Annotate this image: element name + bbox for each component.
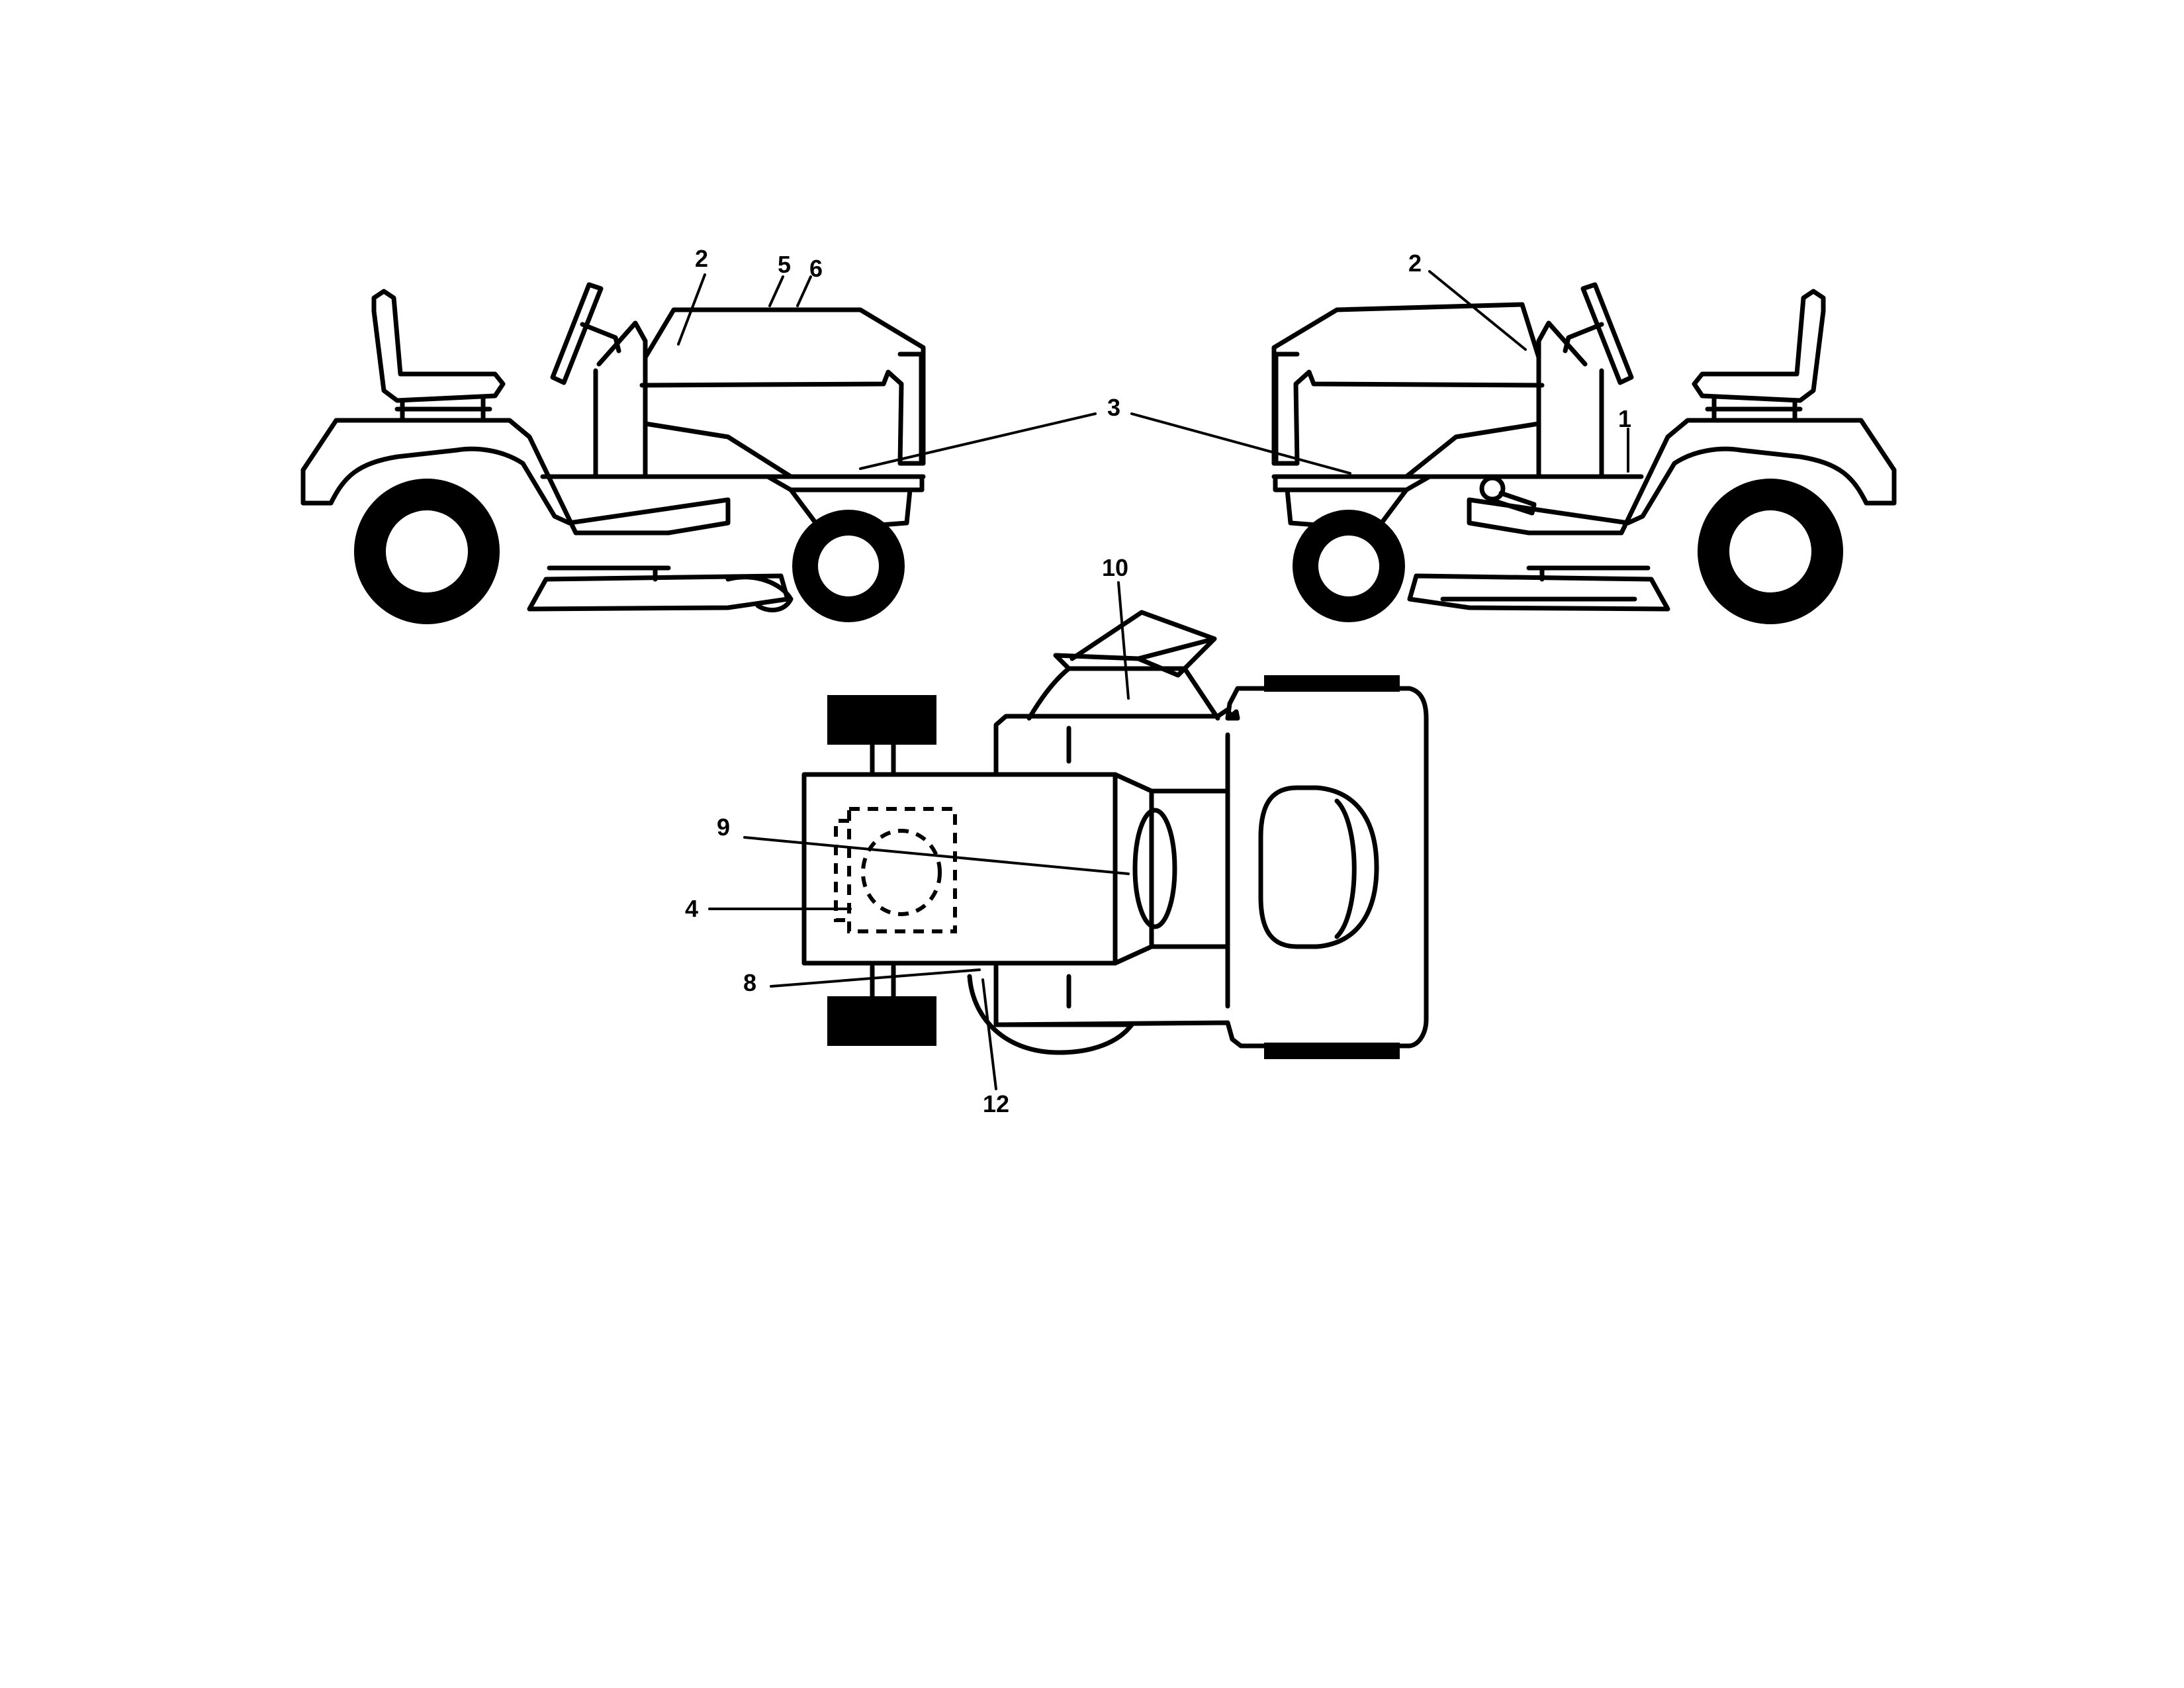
discharge-chute — [1026, 610, 1220, 721]
front-body — [993, 686, 1429, 1049]
callout-8: 8 — [743, 969, 756, 996]
seat — [371, 289, 506, 403]
steering-wheel-right — [1580, 282, 1634, 385]
hood-right — [1271, 302, 1545, 479]
callout-6: 6 — [809, 255, 823, 282]
callout-10: 10 — [1102, 554, 1128, 581]
seat-right — [1692, 289, 1826, 403]
callout-labels: 2 5 6 3 2 1 10 9 4 8 12 — [685, 245, 1631, 1117]
callout-2-right: 2 — [1408, 250, 1422, 277]
callout-4: 4 — [685, 895, 698, 922]
rear-tire-top — [827, 695, 936, 745]
tractor-right-side-view — [1271, 282, 1897, 624]
hood-top — [801, 772, 1118, 966]
steering-wheel — [550, 282, 604, 385]
callout-1: 1 — [1618, 405, 1631, 432]
rear-tire-bottom — [827, 996, 936, 1046]
deck-top — [993, 707, 1240, 777]
callout-leaders — [677, 270, 1629, 1090]
tractor-left-side-view — [300, 282, 926, 624]
callout-5: 5 — [778, 251, 791, 278]
callout-3: 3 — [1107, 394, 1120, 421]
callout-9: 9 — [717, 814, 730, 841]
callout-2-left: 2 — [695, 245, 708, 272]
mower-deck — [527, 573, 790, 612]
rear-fender-right — [1467, 418, 1897, 536]
hood — [639, 307, 926, 479]
tractor-top-view — [801, 610, 1429, 1059]
dashboard-top — [1132, 808, 1177, 929]
engine-outline — [847, 807, 957, 933]
rear-fender — [300, 418, 731, 536]
seat-top — [1258, 785, 1379, 949]
callout-12: 12 — [983, 1090, 1009, 1117]
mower-deck-right — [1407, 573, 1670, 612]
